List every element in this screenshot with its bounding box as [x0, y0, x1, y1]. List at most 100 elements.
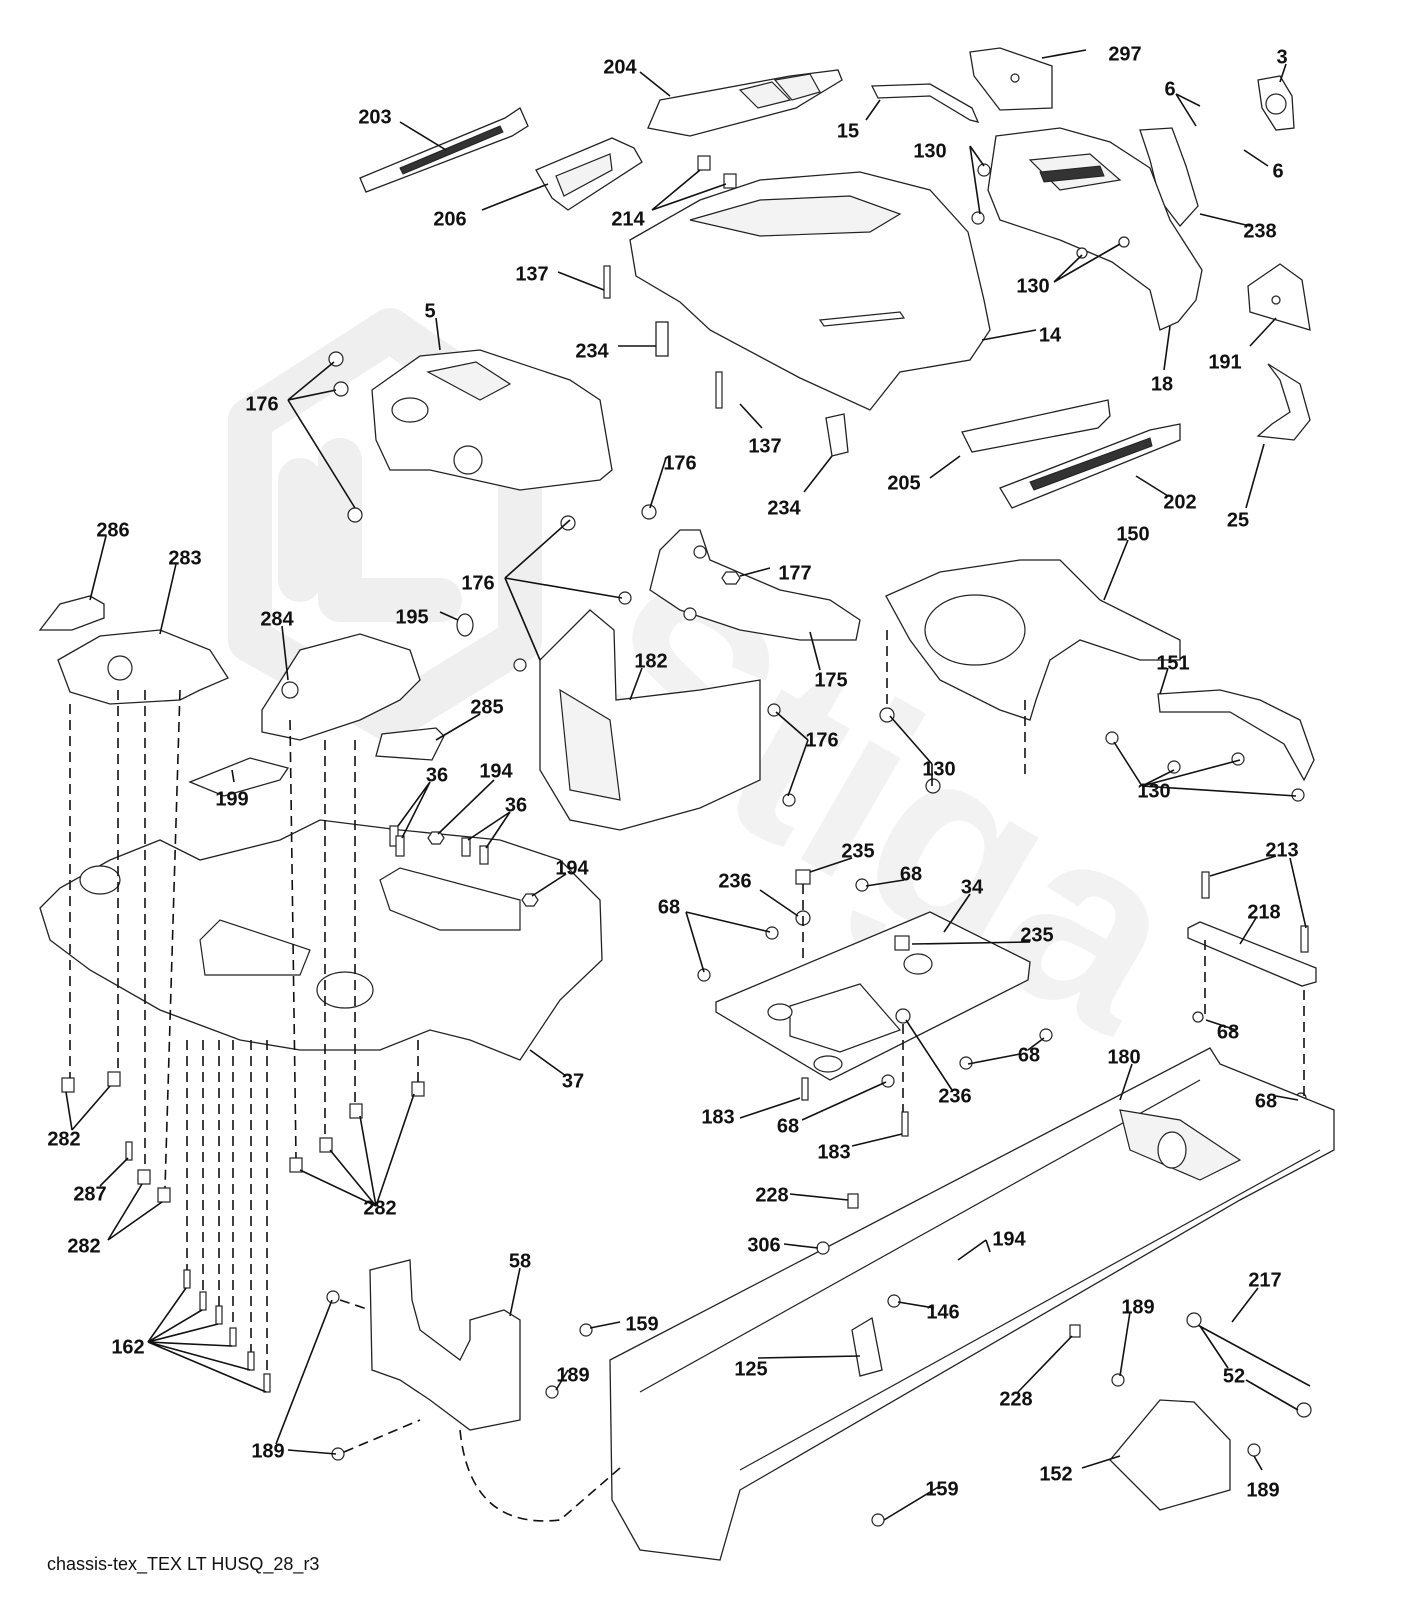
part-137-strip-a[interactable]: [603, 265, 611, 299]
callout-68[interactable]: 68: [1217, 1021, 1239, 1043]
part-285-bezel[interactable]: [375, 727, 445, 761]
callout-58[interactable]: 58: [509, 1250, 531, 1272]
callout-189[interactable]: 189: [556, 1364, 589, 1386]
callout-285[interactable]: 285: [470, 696, 503, 718]
callout-182[interactable]: 182: [634, 650, 667, 672]
callout-176[interactable]: 176: [461, 572, 494, 594]
callout-213[interactable]: 213: [1265, 839, 1298, 861]
callout-68[interactable]: 68: [777, 1115, 799, 1137]
callout-137[interactable]: 137: [515, 263, 548, 285]
part-58-bracket[interactable]: [369, 1259, 521, 1431]
part-18-front-hood[interactable]: [987, 127, 1203, 331]
callout-286[interactable]: 286: [96, 519, 129, 541]
callout-36[interactable]: 36: [505, 794, 527, 816]
callout-202[interactable]: 202: [1163, 491, 1196, 513]
part-297-weight[interactable]: [969, 47, 1053, 111]
callout-150[interactable]: 150: [1116, 523, 1149, 545]
callout-3[interactable]: 3: [1276, 46, 1287, 68]
part-214-clips[interactable]: [697, 155, 737, 189]
callout-68[interactable]: 68: [900, 863, 922, 885]
part-238-panel[interactable]: [1139, 127, 1199, 228]
callout-175[interactable]: 175: [814, 669, 847, 691]
part-284-console-cover[interactable]: [261, 633, 421, 741]
callout-206[interactable]: 206: [433, 208, 466, 230]
callout-176[interactable]: 176: [663, 452, 696, 474]
part-183-bolts[interactable]: [801, 1077, 909, 1137]
callout-189[interactable]: 189: [1246, 1479, 1279, 1501]
part-36-bolts[interactable]: [389, 825, 489, 865]
callout-189[interactable]: 189: [251, 1440, 284, 1462]
part-175-bracket[interactable]: [649, 529, 861, 641]
callout-228[interactable]: 228: [999, 1388, 1032, 1410]
part-150-fan-shroud[interactable]: [885, 559, 1181, 721]
callout-297[interactable]: 297: [1108, 43, 1141, 65]
part-14-hood[interactable]: [629, 171, 991, 411]
part-199-plate[interactable]: [188, 757, 290, 797]
part-234-pad-a[interactable]: [655, 321, 669, 357]
part-282-clips[interactable]: [61, 1071, 425, 1203]
callout-159[interactable]: 159: [925, 1478, 958, 1500]
callout-194[interactable]: 194: [992, 1228, 1026, 1250]
callout-68[interactable]: 68: [658, 896, 680, 918]
callout-235[interactable]: 235: [841, 840, 874, 862]
part-189-screws[interactable]: [326, 1290, 1261, 1461]
callout-151[interactable]: 151: [1156, 652, 1189, 674]
part-206-duct[interactable]: [535, 137, 643, 211]
part-204-top-grille[interactable]: [647, 69, 843, 137]
part-287-screw[interactable]: [125, 1141, 133, 1161]
callout-180[interactable]: 180: [1107, 1046, 1140, 1068]
callout-34[interactable]: 34: [961, 876, 984, 898]
part-180-frame[interactable]: [609, 1047, 1335, 1561]
callout-214[interactable]: 214: [611, 208, 645, 230]
callout-6[interactable]: 6: [1164, 78, 1175, 100]
part-205-duct[interactable]: [961, 399, 1111, 453]
part-228-pins[interactable]: [847, 1193, 1081, 1338]
callout-194[interactable]: 194: [479, 760, 513, 782]
callout-235[interactable]: 235: [1020, 924, 1053, 946]
part-3-badge[interactable]: [1257, 75, 1295, 131]
part-159-screws[interactable]: [579, 1323, 885, 1527]
callout-152[interactable]: 152: [1039, 1463, 1072, 1485]
callout-195[interactable]: 195: [395, 606, 428, 628]
callout-234[interactable]: 234: [575, 340, 609, 362]
part-182-footrest[interactable]: [539, 609, 761, 831]
part-130-screws[interactable]: [879, 163, 1305, 802]
callout-52[interactable]: 52: [1223, 1365, 1245, 1387]
callout-205[interactable]: 205: [887, 472, 920, 494]
callout-130[interactable]: 130: [913, 140, 946, 162]
part-151-bracket[interactable]: [1157, 689, 1315, 782]
callout-238[interactable]: 238: [1243, 220, 1276, 242]
callout-284[interactable]: 284: [260, 608, 294, 630]
callout-130[interactable]: 130: [1016, 275, 1049, 297]
part-236-nuts[interactable]: [795, 910, 911, 1024]
part-306-washer[interactable]: [816, 1241, 830, 1255]
callout-125[interactable]: 125: [734, 1358, 767, 1380]
part-286-latch[interactable]: [38, 595, 105, 631]
part-235-spacers[interactable]: [795, 869, 910, 951]
callout-183[interactable]: 183: [817, 1141, 850, 1163]
callout-177[interactable]: 177: [778, 562, 811, 584]
callout-14[interactable]: 14: [1039, 324, 1062, 346]
callout-5[interactable]: 5: [424, 300, 435, 322]
part-176-pushpins[interactable]: [328, 351, 796, 807]
callout-130[interactable]: 130: [1137, 780, 1170, 802]
part-37-fender[interactable]: [39, 819, 603, 1061]
part-34-mount-plate[interactable]: [715, 911, 1031, 1081]
part-5-dash-console[interactable]: [371, 349, 613, 491]
part-177-nut[interactable]: [721, 571, 741, 585]
callout-194[interactable]: 194: [555, 857, 589, 879]
callout-306[interactable]: 306: [747, 1234, 780, 1256]
callout-282[interactable]: 282: [47, 1128, 80, 1150]
callout-37[interactable]: 37: [562, 1070, 584, 1092]
part-202-grille[interactable]: [999, 423, 1181, 509]
callout-176[interactable]: 176: [805, 729, 838, 751]
callout-68[interactable]: 68: [1018, 1044, 1040, 1066]
callout-25[interactable]: 25: [1227, 509, 1249, 531]
part-283-console-cover[interactable]: [57, 629, 229, 705]
callout-68[interactable]: 68: [1255, 1090, 1277, 1112]
part-195-grommet[interactable]: [456, 613, 474, 637]
part-52-nuts[interactable]: [1186, 1312, 1312, 1418]
callout-199[interactable]: 199: [215, 788, 248, 810]
callout-217[interactable]: 217: [1248, 1269, 1281, 1291]
callout-203[interactable]: 203: [358, 106, 391, 128]
